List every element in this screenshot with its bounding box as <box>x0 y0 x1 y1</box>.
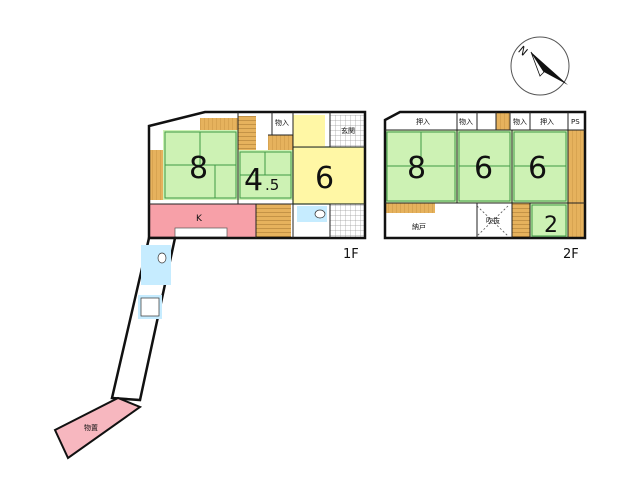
floor-1: 8 4 .5 6 K 物入 玄関 1F <box>147 110 367 262</box>
shed-floor <box>53 396 143 460</box>
shed: 物置 <box>53 396 143 460</box>
floor-1-label: 1F <box>343 247 359 262</box>
room-8-label: 8 <box>189 151 208 186</box>
oshiire-label-1: 押入 <box>416 117 430 126</box>
room-6b-2f-label: 6 <box>528 151 547 186</box>
floor-2-label: 2F <box>563 247 579 262</box>
kitchen-label: K <box>196 214 203 224</box>
wood-step-upper <box>268 135 293 150</box>
north-arrow-outline-icon <box>530 51 545 77</box>
washroom-floor <box>141 245 171 285</box>
floor-2: 8 6 6 2 押入 物入 物入 押入 PS 納戸 吹抜 2F <box>383 110 587 262</box>
upper-closet-floor <box>293 115 325 147</box>
bathtub-icon <box>140 297 160 317</box>
wood-strip-2f <box>385 203 435 213</box>
room-4-5-suffix: .5 <box>265 176 279 194</box>
stairs-2f <box>512 203 530 238</box>
stairs-1f-lower <box>256 204 291 238</box>
fukinuke-cross <box>476 205 509 237</box>
lower-tile <box>330 204 365 238</box>
entrance-label: 玄関 <box>341 126 355 135</box>
compass: N <box>510 36 570 96</box>
wood-strip-top <box>200 118 238 130</box>
room-8-2f-label: 8 <box>407 151 426 186</box>
room-2-2f <box>530 203 568 238</box>
shed-label: 物置 <box>84 423 98 432</box>
corridor <box>110 236 177 402</box>
floor-1-outline <box>147 110 367 240</box>
north-arrow-icon <box>531 52 568 85</box>
closet-label-2f-2: 物入 <box>513 117 527 126</box>
kitchen-counter <box>174 227 228 238</box>
sink-icon <box>157 252 167 264</box>
closet-label-1f: 物入 <box>275 118 289 127</box>
room-4-5-label: 4 <box>244 163 263 198</box>
veranda-wood <box>568 130 585 238</box>
room-6-label: 6 <box>315 161 334 196</box>
floor-2-outline <box>383 110 587 240</box>
toilet-icon <box>314 209 326 219</box>
entrance-tile <box>330 115 365 147</box>
wood-strip-left <box>149 150 163 200</box>
room-2-2f-label: 2 <box>544 213 558 238</box>
oshiire-label-2: 押入 <box>540 117 554 126</box>
upper-storage-strip <box>385 112 585 130</box>
closet-label-2f-1: 物入 <box>459 117 473 126</box>
fukinuke-label: 吹抜 <box>486 216 500 225</box>
stairs-1f <box>238 116 256 150</box>
stair-landing-2f <box>496 112 510 130</box>
room-6a-2f-label: 6 <box>474 151 493 186</box>
ps-label: PS <box>571 118 580 126</box>
nando-label: 納戸 <box>412 222 426 231</box>
